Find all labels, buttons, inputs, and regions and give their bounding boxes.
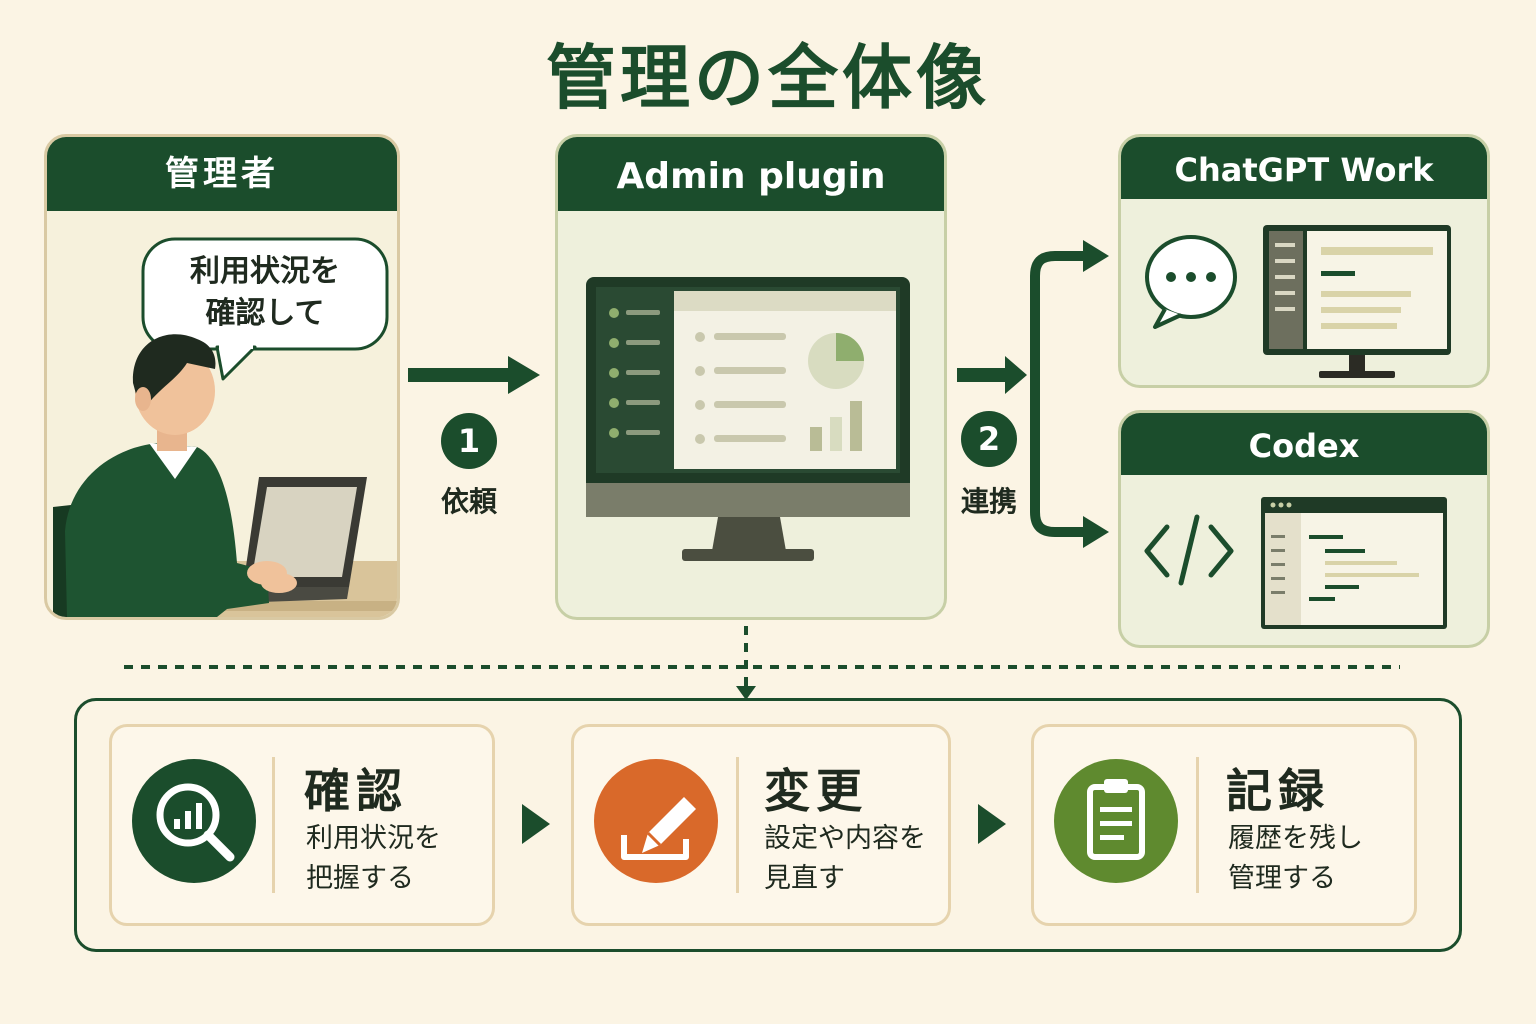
chatgpt-panel-header: ChatGPT Work <box>1121 137 1487 199</box>
chatgpt-panel: ChatGPT Work <box>1118 134 1490 388</box>
card-check: 確認 利用状況を 把握する <box>109 724 495 926</box>
edit-pencil-icon <box>594 759 718 883</box>
step-label-connect: 連携 <box>960 485 1017 518</box>
step-number-1: 1 <box>441 413 497 469</box>
card-divider <box>272 757 275 893</box>
card-change: 変更 設定や内容を 見直す <box>571 724 951 926</box>
chatgpt-monitor <box>1263 225 1451 378</box>
laptop <box>233 477 367 603</box>
code-brackets-icon <box>1144 514 1234 586</box>
clipboard-icon <box>1054 759 1178 883</box>
card-desc-check: 利用状況を 把握する <box>306 819 441 899</box>
card-desc-line: 見直す <box>764 863 845 894</box>
chat-bubble-icon <box>1145 235 1237 329</box>
card-desc-line: 履歴を残し <box>1228 823 1363 854</box>
speech-bubble <box>141 237 389 381</box>
card-title-change: 変更 <box>764 764 868 818</box>
codex-panel-header: Codex <box>1121 413 1487 475</box>
card-record: 記録 履歴を残し 管理する <box>1031 724 1417 926</box>
magnifier-chart-icon <box>132 759 256 883</box>
codex-panel: Codex <box>1118 410 1490 648</box>
card-desc-line: 設定や内容を <box>764 823 926 854</box>
plugin-monitor <box>586 277 910 561</box>
dotted-separator <box>124 626 1400 700</box>
person <box>65 334 297 617</box>
triangle-arrow-2 <box>978 804 1006 844</box>
code-editor-window <box>1261 497 1447 629</box>
card-title-check: 確認 <box>304 764 408 818</box>
plugin-panel: Admin plugin <box>555 134 947 620</box>
step-label-request: 依頼 <box>440 485 497 518</box>
plugin-panel-header: Admin plugin <box>558 137 944 211</box>
actions-container <box>74 698 1462 952</box>
card-desc-line: 利用状況を <box>306 823 441 854</box>
card-divider <box>736 757 739 893</box>
admin-illustration <box>53 237 397 617</box>
speech-line-2: 確認して <box>205 296 325 331</box>
triangle-arrow-1 <box>522 804 550 844</box>
chatgpt-illustration <box>1145 225 1451 378</box>
admin-panel: 管理者 <box>44 134 400 620</box>
speech-line-1: 利用状況を <box>190 254 340 289</box>
speech-bubble-text: 利用状況を 確認して <box>143 251 387 335</box>
step-number-2: 2 <box>961 411 1017 467</box>
card-title-record: 記録 <box>1226 764 1330 818</box>
card-desc-record: 履歴を残し 管理する <box>1228 819 1363 899</box>
card-divider <box>1196 757 1199 893</box>
admin-panel-header: 管理者 <box>47 137 397 211</box>
arrow-request <box>408 356 540 394</box>
card-desc-change: 設定や内容を 見直す <box>764 819 926 899</box>
card-desc-line: 管理する <box>1228 863 1336 894</box>
card-desc-line: 把握する <box>306 863 414 894</box>
arrow-connect <box>957 240 1109 548</box>
codex-illustration <box>1144 497 1447 629</box>
page-title: 管理の全体像 <box>546 37 990 119</box>
